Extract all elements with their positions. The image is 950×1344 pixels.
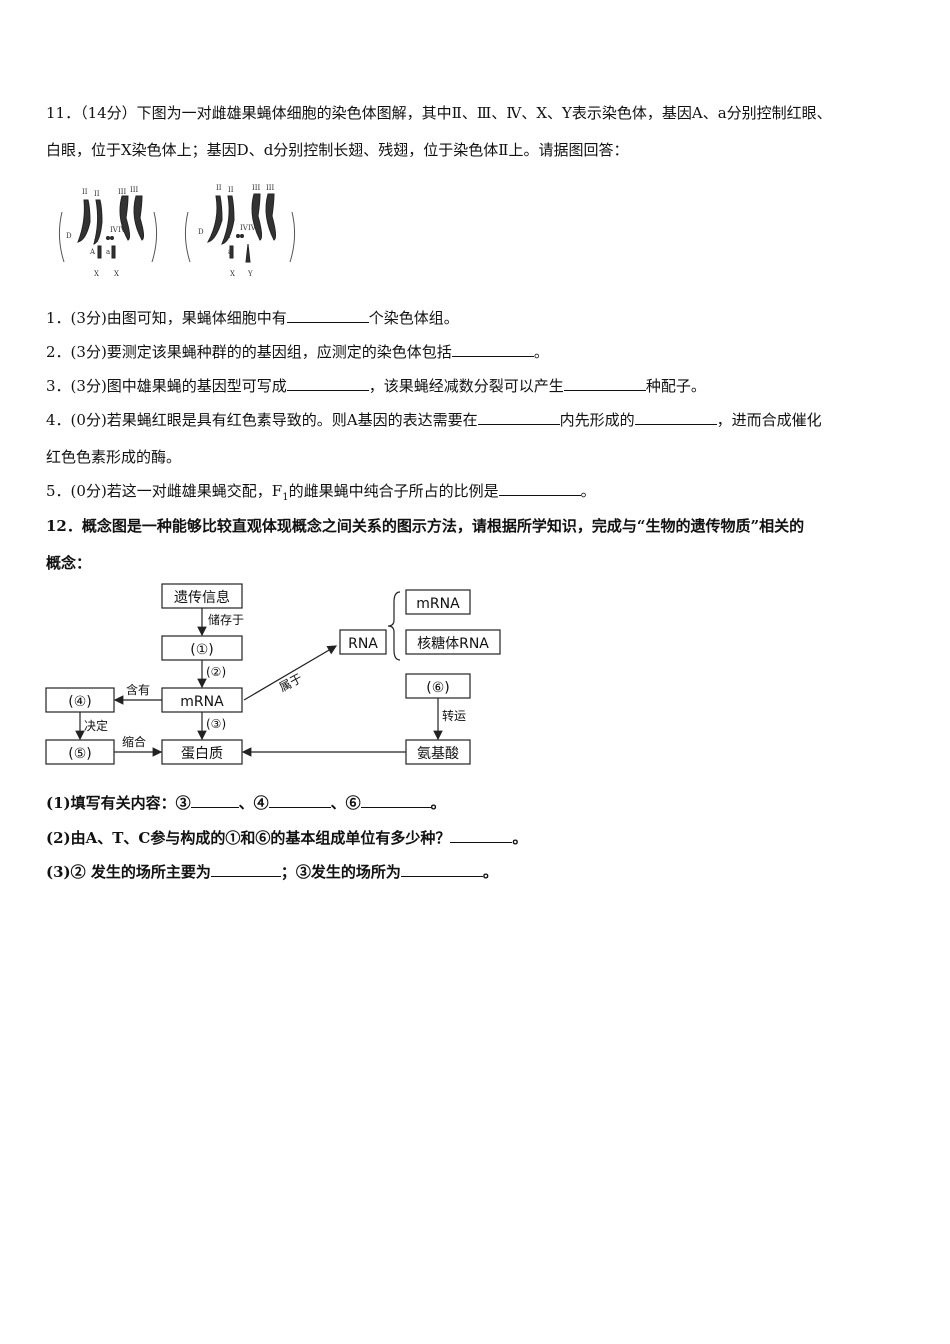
q12-intro-line1: 12．概念图是一种能够比较直观体现概念之间关系的图示方法，请根据所学知识，完成与…: [46, 517, 805, 535]
svg-text:IV: IV: [248, 224, 257, 232]
svg-text:III: III: [118, 188, 127, 196]
svg-text:A: A: [89, 248, 96, 256]
svg-text:d: d: [226, 232, 231, 240]
q11-sub5: 5．(0分)若这一对雌雄果蝇交配，F1的雌果蝇中纯合子所占的比例是。: [46, 480, 596, 503]
label-mrna: mRNA: [180, 694, 224, 710]
box-mrna2: [405, 589, 471, 615]
concept-map: 遗传信息 (①) mRNA (④) (⑤) 蛋白质 RNA mRNA 核糖体RN…: [45, 583, 501, 765]
answer-blank[interactable]: [563, 375, 646, 391]
q12-part3: (3)② 发生的场所主要为；③发生的场所为。: [46, 861, 498, 881]
q11-sub4: 4．(0分)若果蝇红眼是具有红色素导致的。则A基因的表达需要在内先形成的，进而合…: [46, 409, 822, 429]
answer-blank[interactable]: [477, 409, 560, 425]
label-rrna: 核糖体RNA: [417, 636, 489, 652]
label-c5: (⑤): [68, 746, 91, 762]
female-cell: [58, 195, 158, 263]
answer-blank[interactable]: [400, 861, 483, 877]
q11-sub1: 1．(3分)由图可知，果蝇体细胞中有个染色体组。: [46, 307, 459, 327]
label-amino-acid: 氨基酸: [417, 745, 459, 762]
q11-intro-line2: 白眼，位于X染色体上；基因D、d分别控制长翅、残翅，位于染色体Ⅱ上。请据图回答：: [46, 141, 629, 159]
q11-intro-line1: 11．（14分）下图为一对雌雄果蝇体细胞的染色体图解，其中Ⅱ、Ⅲ、Ⅳ、X、Y表示…: [46, 104, 832, 122]
label-c4: (④): [68, 694, 91, 710]
edge-condense: 缩合: [122, 734, 146, 749]
brace: [387, 591, 401, 661]
edge-belongs-to: 属于: [277, 671, 305, 695]
svg-text:IV: IV: [240, 224, 249, 232]
q11-sub3: 3．(3分)图中雄果蝇的基因型可写成，该果蝇经减数分裂可以产生种配子。: [46, 375, 706, 395]
svg-text:Y: Y: [247, 270, 253, 278]
edge-stored-in: 储存于: [208, 612, 244, 627]
answer-blank[interactable]: [450, 827, 513, 843]
svg-text:a: a: [228, 248, 232, 256]
q12-part1: (1)填写有关内容：③、④、⑥。: [46, 792, 446, 812]
edge-c2: (②): [206, 665, 226, 679]
svg-text:X: X: [230, 270, 235, 278]
q12-part2: (2)由A、T、C参与构成的①和⑥的基本组成单位有多少种？。: [46, 827, 528, 847]
q12-intro-line2: 概念：: [46, 554, 92, 572]
svg-text:IV: IV: [118, 226, 127, 234]
answer-blank[interactable]: [360, 792, 431, 808]
svg-text:II: II: [216, 184, 222, 192]
edge-transport: 转运: [442, 708, 466, 723]
box-rna: [339, 629, 387, 655]
answer-blank[interactable]: [210, 861, 281, 877]
label-c6: (⑥): [426, 680, 449, 696]
answer-blank[interactable]: [451, 341, 534, 357]
svg-text:D: D: [198, 228, 204, 236]
answer-blank[interactable]: [286, 375, 369, 391]
answer-blank[interactable]: [190, 792, 239, 808]
label-mrna2: mRNA: [416, 596, 460, 612]
edge-determines: 决定: [84, 718, 108, 733]
svg-text:III: III: [252, 184, 261, 192]
q11-sub2: 2．(3分)要测定该果蝇种群的的基因组，应测定的染色体包括。: [46, 341, 549, 361]
label-genetic-info: 遗传信息: [174, 589, 230, 606]
answer-blank[interactable]: [498, 480, 581, 496]
box-rrna: [405, 629, 501, 655]
label-rna: RNA: [348, 636, 378, 652]
label-c1: (①): [190, 642, 213, 658]
svg-text:III: III: [130, 186, 139, 194]
edge-c3: (③): [206, 717, 226, 731]
svg-text:D: D: [66, 232, 72, 240]
svg-text:III: III: [266, 184, 275, 192]
svg-text:X: X: [94, 270, 99, 278]
svg-text:a: a: [106, 248, 110, 256]
svg-text:II: II: [94, 190, 100, 198]
svg-text:X: X: [114, 270, 119, 278]
svg-text:d: d: [94, 236, 99, 244]
answer-blank[interactable]: [286, 307, 369, 323]
male-cell: [184, 193, 296, 263]
label-protein: 蛋白质: [181, 746, 223, 762]
svg-text:IV: IV: [110, 226, 119, 234]
answer-blank[interactable]: [268, 792, 331, 808]
answer-blank[interactable]: [634, 409, 717, 425]
svg-text:II: II: [82, 188, 88, 196]
edge-contains: 含有: [126, 682, 150, 697]
svg-text:II: II: [228, 186, 234, 194]
q11-sub4-line2: 红色色素形成的酶。: [46, 448, 182, 466]
